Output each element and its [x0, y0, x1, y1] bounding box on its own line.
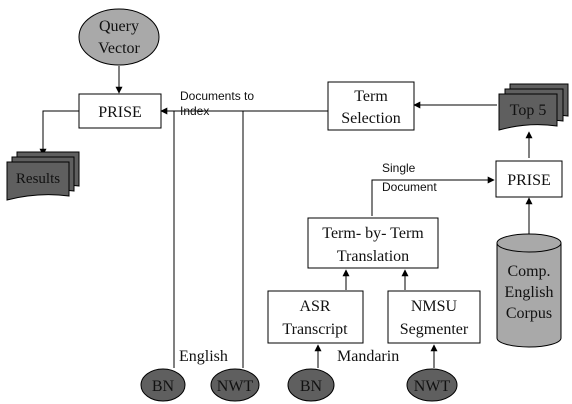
arrow-translation-to-prise: [371, 176, 495, 216]
single-document-line2: Document: [382, 180, 437, 194]
term-selection-line2: Selection: [341, 110, 401, 127]
corpus-line1: Comp.: [507, 263, 550, 280]
query-vector-line2: Vector: [98, 40, 140, 57]
nwt-english-label: NWT: [217, 378, 254, 395]
asr-transcript-node: ASR Transcript: [267, 290, 364, 344]
arrow-prise-to-results: [39, 110, 79, 156]
query-vector-line1: Query: [99, 18, 139, 35]
prise-right-label: PRISE: [507, 172, 551, 189]
corpus-node: Comp. English Corpus: [496, 233, 562, 348]
query-vector-node: Query Vector: [78, 8, 160, 66]
nmsu-segmenter-line2: Segmenter: [400, 321, 469, 338]
corpus-line3: Corpus: [506, 305, 552, 322]
prise-left-label: PRISE: [98, 104, 142, 121]
term-translation-line2: Translation: [337, 248, 409, 265]
documents-to-index-line1: Documents to: [180, 89, 254, 103]
top5-label: Top 5: [510, 102, 547, 119]
nwt-english-node: NWT: [210, 368, 260, 402]
bn-mandarin-label: BN: [300, 378, 323, 395]
documents-to-index-line2: Index: [180, 104, 209, 118]
connectors: [39, 66, 533, 368]
mandarin-label: Mandarin: [337, 348, 399, 365]
nwt-mandarin-node: NWT: [406, 368, 458, 402]
prise-left-node: PRISE: [78, 93, 162, 129]
bn-english-node: BN: [140, 368, 186, 402]
term-translation-line1: Term- by- Term: [322, 225, 424, 242]
bn-mandarin-node: BN: [287, 368, 335, 402]
top5-node: Top 5: [498, 83, 569, 131]
nwt-mandarin-label: NWT: [414, 378, 451, 395]
corpus-line2: English: [505, 284, 554, 301]
asr-transcript-line1: ASR: [299, 298, 330, 315]
nmsu-segmenter-line1: NMSU: [411, 298, 458, 315]
results-label: Results: [16, 171, 60, 187]
term-translation-node: Term- by- Term Translation: [307, 217, 439, 269]
english-label: English: [179, 348, 228, 365]
term-selection-node: Term Selection: [327, 81, 415, 131]
asr-transcript-line2: Transcript: [282, 321, 348, 338]
term-selection-line1: Term: [354, 88, 388, 105]
single-document-line1: Single: [382, 161, 416, 175]
results-node: Results: [6, 151, 80, 201]
prise-right-node: PRISE: [495, 160, 563, 198]
bn-english-label: BN: [152, 378, 175, 395]
nmsu-segmenter-node: NMSU Segmenter: [387, 290, 481, 344]
